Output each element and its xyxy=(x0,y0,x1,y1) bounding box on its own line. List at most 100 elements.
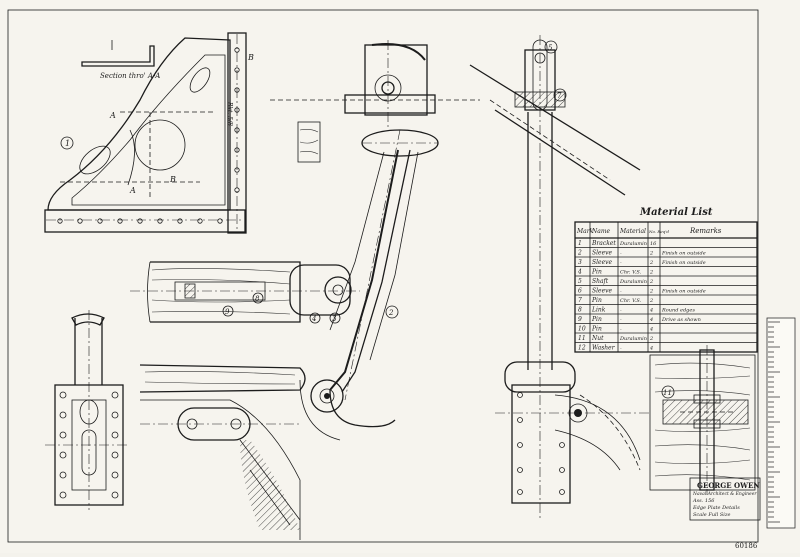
mark-a-top: A xyxy=(109,111,116,120)
material-cell-r4-c2: Pin xyxy=(591,269,602,276)
material-cell-r2-c5: Finish on outside xyxy=(661,251,706,257)
callout-7: 7 xyxy=(557,92,562,100)
material-cell-r1-c2: Bracket xyxy=(591,240,616,247)
title-block xyxy=(689,477,761,521)
inclined-strut-view xyxy=(469,35,650,520)
material-cell-r3-c3: - xyxy=(620,260,622,266)
callouts: 5 7 2 4 3 8 9 11 xyxy=(222,40,675,399)
material-cell-r12-c1: 12 xyxy=(578,345,586,352)
material-cell-r3-c1: 3 xyxy=(578,259,582,266)
ruler xyxy=(766,317,796,529)
material-cell-r10-c1: 10 xyxy=(578,326,586,333)
material-cell-r9-c1: 9 xyxy=(578,316,582,323)
callout-3: 3 xyxy=(332,315,337,323)
material-cell-r12-c4: 4 xyxy=(649,346,653,352)
callout-5: 5 xyxy=(548,44,553,52)
material-cell-r6-c3: - xyxy=(620,289,622,295)
material-cell-r7-c4: 2 xyxy=(649,298,653,304)
material-cell-r6-c2: Sleeve xyxy=(592,288,613,295)
material-cell-r10-c3: - xyxy=(620,327,622,333)
material-cell-r11-c2: Nut xyxy=(591,335,604,342)
material-cell-r1-c4: 16 xyxy=(650,241,657,247)
material-cell-r4-c4: 2 xyxy=(649,270,653,276)
lower-connection-view xyxy=(140,399,301,540)
material-cell-r12-c3: - xyxy=(620,346,622,352)
material-cell-r5-c1: 5 xyxy=(578,278,582,285)
strut-assembly-view xyxy=(130,40,480,441)
header-mark: Mark xyxy=(576,228,594,235)
material-cell-r7-c1: 7 xyxy=(578,297,582,304)
material-cell-r1-c1: 1 xyxy=(578,240,582,247)
material-cell-r6-c1: 6 xyxy=(578,288,582,295)
bracket-elevation-view xyxy=(44,32,247,234)
material-cell-r9-c4: 4 xyxy=(649,317,653,323)
title-line4: Edge Plate Details xyxy=(692,505,740,511)
mark-a-bottom: A xyxy=(129,186,136,195)
material-cell-r11-c4: 2 xyxy=(649,336,653,342)
material-cell-r12-c2: Washer xyxy=(592,345,616,352)
material-cell-r11-c1: 11 xyxy=(578,335,586,342)
title-name: GEORGE OWEN xyxy=(697,481,760,490)
wood-block-small xyxy=(297,121,321,163)
material-cell-r2-c2: Sleeve xyxy=(592,250,613,257)
header-material: Material xyxy=(619,228,646,235)
plan-view-left xyxy=(45,310,130,510)
material-cell-r3-c4: 2 xyxy=(649,260,653,266)
material-cell-r9-c3: - xyxy=(620,317,622,323)
sheet-number: 60186 xyxy=(735,542,758,550)
wood-member-lower xyxy=(139,364,306,393)
material-cell-r11-c3: Duralumin xyxy=(619,336,647,342)
header-remarks: Remarks xyxy=(689,227,722,235)
material-cell-r8-c2: Link xyxy=(591,307,606,314)
header-name: Name xyxy=(591,228,611,235)
material-cell-r3-c2: Sleeve xyxy=(592,259,613,266)
material-list-title: Material List xyxy=(639,207,713,218)
material-cell-r8-c5: Round edges xyxy=(661,308,695,314)
callout-11: 11 xyxy=(663,389,672,397)
material-cell-r7-c3: Chr. V.S. xyxy=(620,298,642,304)
material-cell-r8-c1: 8 xyxy=(578,307,582,314)
section-label: Section thro' A-A xyxy=(100,72,160,80)
material-cell-r9-c5: Drive as shown xyxy=(661,317,701,323)
section-aa-view xyxy=(81,40,155,67)
material-cell-r4-c1: 4 xyxy=(577,269,582,276)
mark-b-left: B xyxy=(169,175,176,184)
callout-9: 9 xyxy=(225,308,230,316)
material-cell-r10-c2: Pin xyxy=(591,326,602,333)
material-cell-r2-c3: - xyxy=(620,251,622,257)
material-cell-r2-c4: 2 xyxy=(649,251,653,257)
material-cell-r5-c2: Shaft xyxy=(592,278,609,285)
callout-4: 4 xyxy=(311,315,316,323)
sheet-border xyxy=(7,9,759,543)
callout-8: 8 xyxy=(255,295,260,303)
material-cell-r7-c2: Pin xyxy=(591,297,602,304)
material-cell-r5-c3: Duralumin xyxy=(619,279,647,285)
callout-1-ring xyxy=(60,136,74,150)
material-cell-r10-c4: 4 xyxy=(649,327,653,333)
callout-1: 1 xyxy=(65,139,70,148)
material-cell-r8-c3: - xyxy=(620,308,622,314)
header-no-reqd: No. Req'd xyxy=(648,229,669,234)
title-line5: Scale Full Size xyxy=(693,512,730,518)
material-cell-r4-c3: Chr. V.S. xyxy=(620,270,642,276)
title-line3: Ass. 156 xyxy=(692,498,715,504)
bolt-detail-view xyxy=(649,345,756,495)
material-cell-r2-c1: 2 xyxy=(577,250,582,257)
material-list-table xyxy=(574,221,758,353)
material-cell-r3-c5: Finish on outside xyxy=(661,260,706,266)
material-cell-r8-c4: 4 xyxy=(649,308,653,314)
material-cell-r6-c5: Finish on outside xyxy=(661,289,706,295)
wood-member-upper xyxy=(147,261,301,323)
material-cell-r6-c4: 2 xyxy=(649,289,653,295)
material-list-headers: Mark Name Material No. Req'd Remarks xyxy=(576,227,722,235)
material-cell-r1-c3: Duralumin xyxy=(619,241,647,247)
scale-label: Bkt. 5/8 xyxy=(226,101,233,126)
mark-b-right: B xyxy=(247,53,254,62)
material-cell-r9-c2: Pin xyxy=(591,316,602,323)
material-cell-r5-c4: 2 xyxy=(649,279,653,285)
title-line2: Naval Architect & Engineer xyxy=(692,491,757,497)
callout-2: 2 xyxy=(388,309,394,317)
